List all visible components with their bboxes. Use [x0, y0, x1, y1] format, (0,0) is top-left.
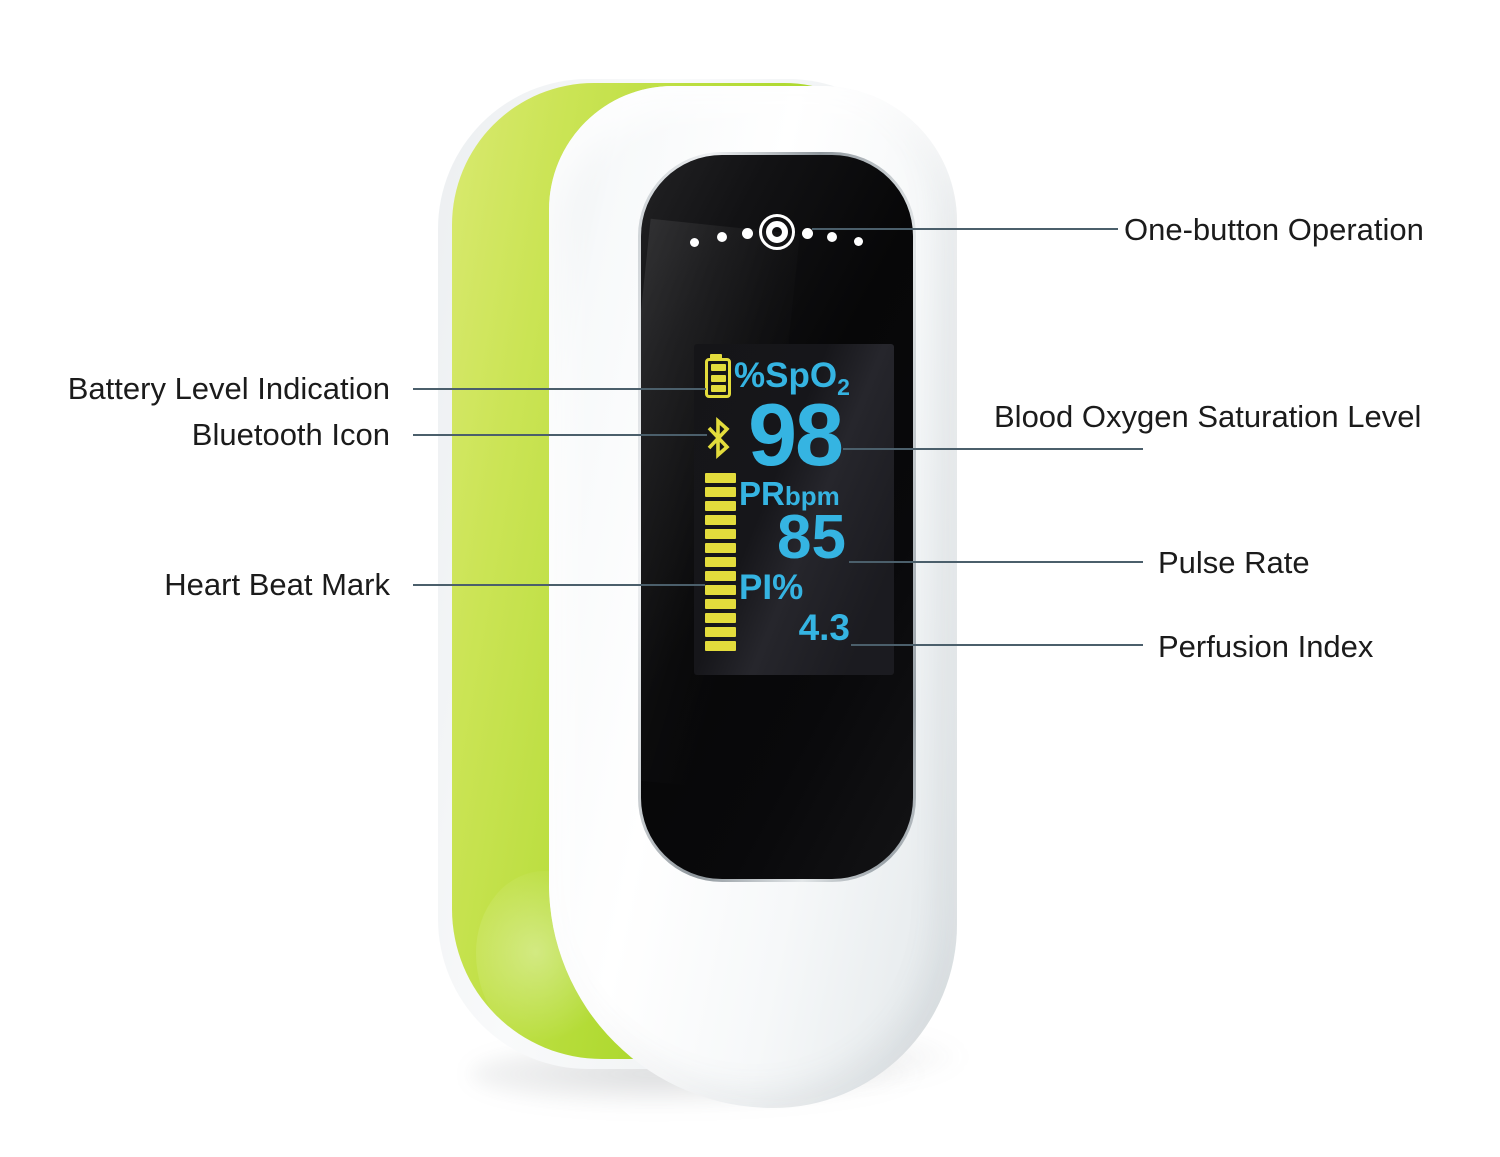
callout-label-pulse-rate: Pulse Rate [1158, 545, 1310, 580]
heartbeat-bar [705, 571, 736, 581]
heartbeat-bar [705, 641, 736, 651]
heartbeat-bar [705, 501, 736, 511]
heartbeat-bar [705, 557, 736, 567]
display-panel: %SpO2 98 PRbpm 85 PI% 4.3 [694, 344, 894, 675]
indicator-dot [690, 238, 699, 247]
callout-line-pulse-rate [849, 561, 1143, 563]
bluetooth-icon [704, 416, 732, 465]
heartbeat-bar [705, 585, 736, 595]
callout-line-heartbeat [413, 584, 705, 586]
callout-line-bluetooth [413, 434, 707, 436]
heartbeat-bar [705, 613, 736, 623]
callout-line-battery [413, 388, 706, 390]
callout-label-heartbeat: Heart Beat Mark [164, 567, 390, 602]
heartbeat-bar [705, 473, 736, 483]
indicator-dot [742, 228, 753, 239]
callout-label-blood-oxygen: Blood Oxygen Saturation Level [994, 399, 1422, 434]
indicator-dot [827, 232, 837, 242]
callout-line-one-button [812, 228, 1118, 230]
callout-line-perfusion [851, 644, 1143, 646]
callout-label-battery: Battery Level Indication [67, 371, 390, 406]
heartbeat-bar [705, 515, 736, 525]
perfusion-index-value: 4.3 [798, 607, 850, 648]
pulse-rate-value: 85 [777, 503, 846, 572]
one-button-icon-center [766, 221, 788, 243]
pulse-rate-label: PRbpm [739, 475, 840, 512]
heartbeat-bar [705, 627, 736, 637]
spo2-label: %SpO2 [734, 356, 850, 400]
indicator-dot [802, 228, 813, 239]
heartbeat-bar [705, 599, 736, 609]
callout-label-perfusion: Perfusion Index [1158, 629, 1374, 664]
perfusion-index-label: PI% [739, 568, 804, 607]
spo2-value: 98 [748, 385, 844, 484]
callout-label-one-button: One-button Operation [1124, 212, 1424, 247]
indicator-dot [717, 232, 727, 242]
indicator-dot [854, 237, 863, 246]
callout-line-blood-oxygen [843, 448, 1143, 450]
callout-label-bluetooth: Bluetooth Icon [191, 417, 390, 452]
one-button-icon [759, 214, 795, 250]
heartbeat-bar [705, 543, 736, 553]
heartbeat-bars [705, 473, 736, 651]
battery-icon [705, 354, 731, 398]
heartbeat-bar [705, 529, 736, 539]
heartbeat-bar [705, 487, 736, 497]
